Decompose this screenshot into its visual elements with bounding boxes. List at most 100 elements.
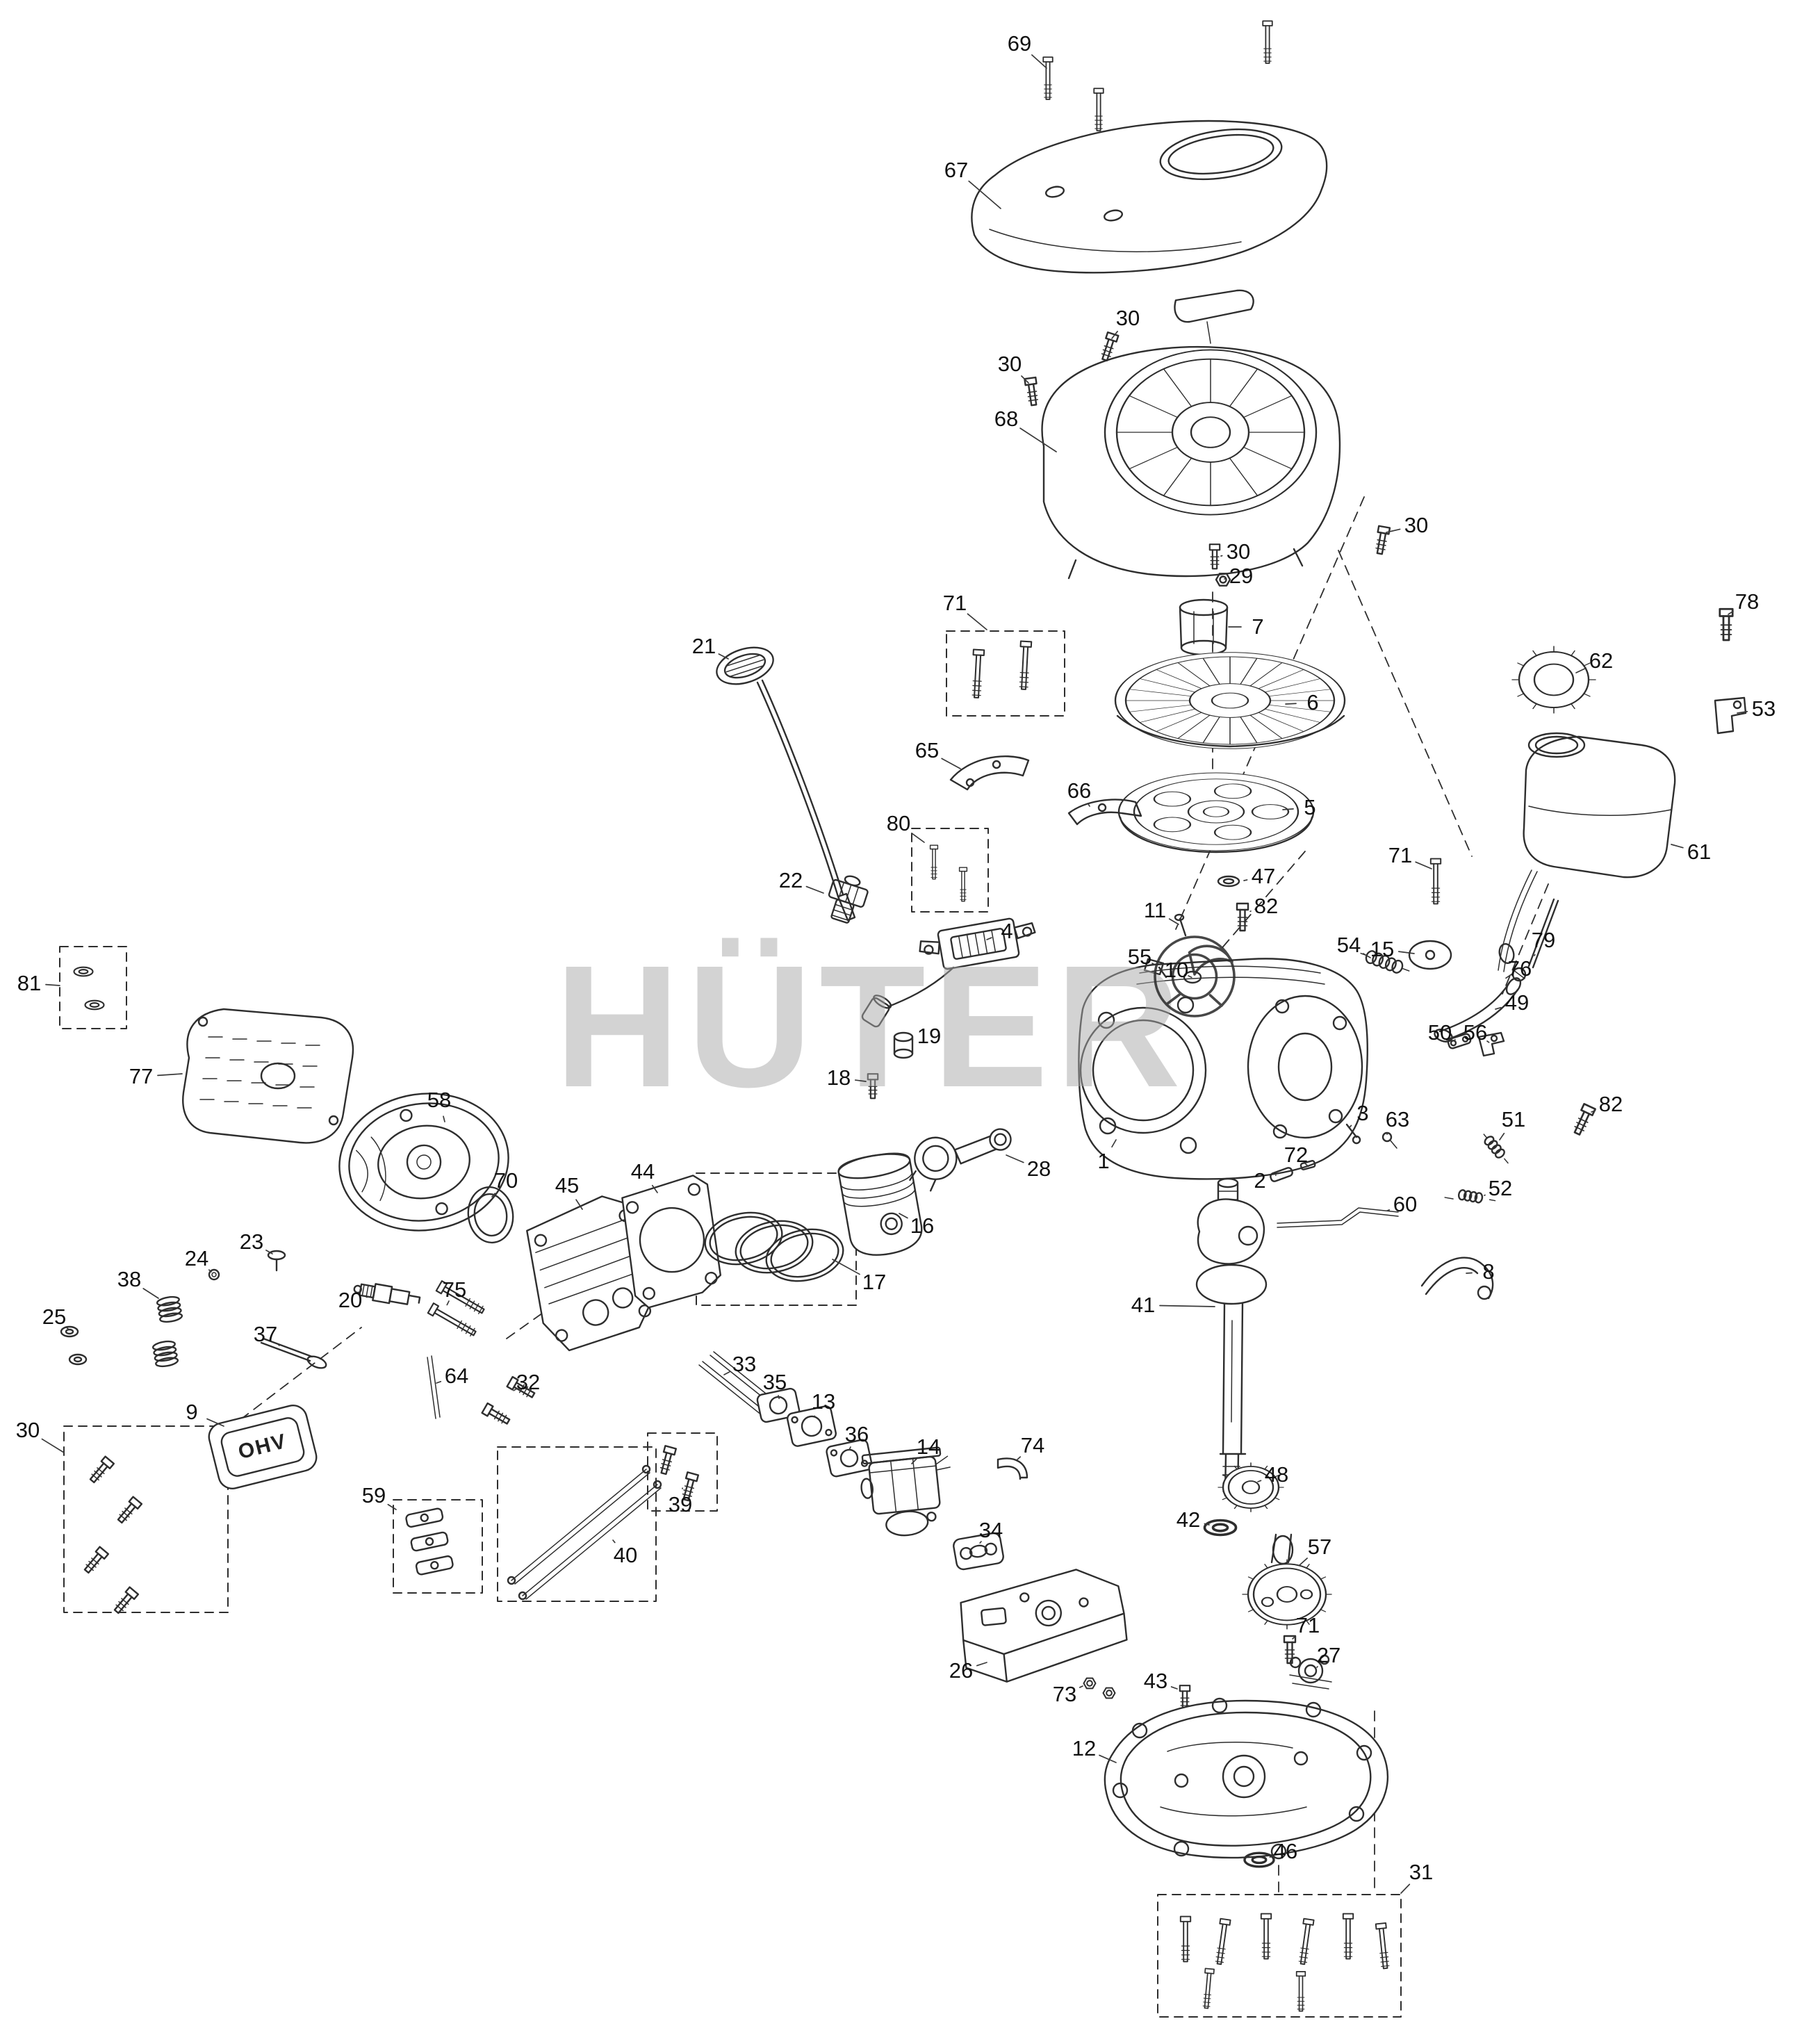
part-label-57: 57 [1307,1535,1332,1559]
part-label-24: 24 [184,1246,209,1270]
breather-tube [997,1457,1028,1480]
part-label-74: 74 [1020,1433,1045,1457]
carburetor [860,1446,951,1537]
spark-plug-cap [861,995,892,1028]
part-label-63: 63 [1385,1107,1410,1131]
part-label-36: 36 [844,1422,869,1446]
crankshaft [1195,1177,1268,1497]
part-label-25: 25 [42,1305,67,1329]
stud-64 [427,1355,441,1419]
part-label-41: 41 [1131,1293,1156,1317]
part-label-14: 14 [916,1434,941,1459]
gasket-36 [826,1439,873,1478]
part-label-29: 29 [1229,564,1254,588]
pin-11 [1179,917,1187,937]
part-label-71: 71 [1295,1613,1320,1637]
spring-51 [1483,1134,1509,1164]
air-cleaner-base [960,1569,1128,1683]
oil-sump [1104,1697,1388,1860]
part-label-51: 51 [1501,1107,1526,1131]
valve-keeper [208,1268,220,1281]
top-cover [971,120,1328,274]
part-label-45: 45 [555,1173,580,1197]
pin-3 [1345,1123,1361,1145]
part-label-40: 40 [613,1543,638,1567]
part-label-64: 64 [444,1364,469,1388]
part-label-30: 30 [1226,539,1251,564]
part-label-59: 59 [361,1483,386,1507]
pin-2 [1270,1167,1293,1182]
governor-assembly [1289,1654,1332,1690]
part-label-73: 73 [1052,1682,1077,1706]
part-label-71: 71 [942,591,967,615]
part-label-15: 15 [1370,937,1395,961]
woodruff-key [1300,1160,1316,1170]
part-label-32: 32 [516,1370,541,1394]
part-label-65: 65 [915,738,940,762]
part-label-30: 30 [1115,306,1140,330]
grommet [1183,970,1202,984]
part-label-77: 77 [129,1064,154,1088]
part-label-26: 26 [949,1658,974,1683]
camshaft-gear [1242,1533,1332,1630]
clamp-76 [1511,967,1527,982]
part-label-9: 9 [186,1400,198,1424]
part-label-18: 18 [826,1065,851,1090]
part-label-34: 34 [978,1518,1003,1542]
intake-studs [698,1351,777,1416]
guard-bracket-65 [949,755,1030,791]
flywheel-fan [1114,652,1346,749]
part-label-56: 56 [1463,1020,1488,1045]
clip-63 [1382,1131,1397,1149]
part-label-23: 23 [239,1229,264,1254]
part-label-55: 55 [1127,945,1152,969]
part-label-11: 11 [1143,898,1167,922]
part-label-37: 37 [253,1322,278,1346]
part-label-72: 72 [1284,1143,1309,1167]
part-label-52: 52 [1488,1176,1513,1200]
plate-15 [1408,940,1452,970]
part-label-66: 66 [1067,778,1092,803]
part-label-30: 30 [997,352,1022,376]
piston-rings [704,1211,844,1282]
part-label-21: 21 [691,634,716,658]
part-label-4: 4 [1001,919,1013,943]
part-label-3: 3 [1356,1101,1369,1125]
part-label-7: 7 [1252,614,1264,639]
gasket-34 [953,1532,1004,1571]
part-label-48: 48 [1264,1462,1289,1487]
part-label-75: 75 [442,1277,467,1302]
part-label-69: 69 [1007,31,1032,56]
part-label-13: 13 [811,1389,836,1414]
heat-shield [182,1008,354,1144]
part-label-79: 79 [1531,928,1556,952]
part-label-44: 44 [630,1159,655,1184]
gasket-35 [756,1387,801,1423]
part-label-30: 30 [1404,513,1429,537]
part-label-28: 28 [1026,1156,1051,1181]
handle-rod-8 [1420,1257,1494,1300]
oil-plug [828,875,869,924]
part-label-19: 19 [917,1024,942,1048]
part-label-33: 33 [732,1352,757,1376]
part-label-30: 30 [15,1418,40,1442]
hardware-boxes [59,630,1402,2018]
spacer-13 [786,1405,837,1447]
part-label-82: 82 [1254,894,1279,918]
oil-dipstick [716,646,856,922]
part-label-5: 5 [1304,795,1316,819]
part-label-35: 35 [762,1370,787,1394]
valve [260,1337,327,1369]
throttle-rod-60 [1277,1207,1399,1228]
part-label-67: 67 [944,158,969,182]
muffler [338,1093,509,1232]
spring-retainer [267,1250,286,1272]
part-label-12: 12 [1072,1736,1097,1760]
part-label-70: 70 [493,1168,518,1193]
part-label-39: 39 [668,1492,693,1516]
part-label-31: 31 [1409,1860,1434,1884]
